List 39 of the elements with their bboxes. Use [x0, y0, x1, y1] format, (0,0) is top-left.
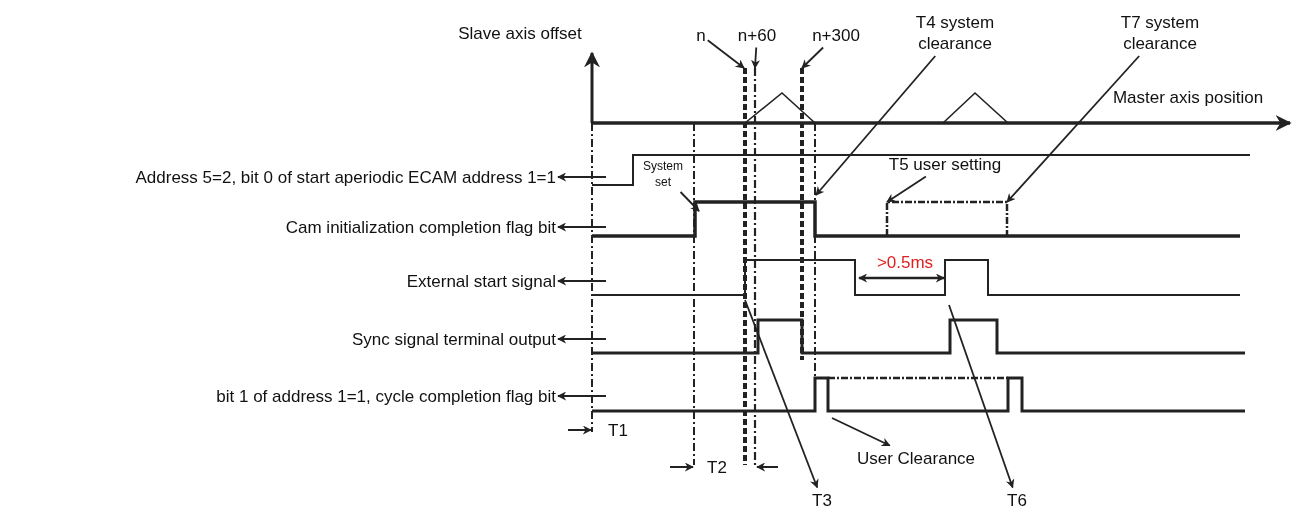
- leader-arrow: [679, 191, 700, 212]
- axis-label: Master axis position: [1112, 86, 1264, 108]
- timing-marker-line: [753, 68, 757, 465]
- callout-label: T6: [1007, 489, 1027, 511]
- signal-name: External start signal: [406, 270, 556, 292]
- timing-marker-line: [743, 68, 747, 465]
- signal-name: Sync signal terminal output: [351, 328, 556, 350]
- callout-label: n: [696, 24, 706, 46]
- dotted-pulse: [885, 200, 1009, 236]
- time-label: T2: [707, 456, 727, 478]
- leader-arrow: [886, 175, 927, 203]
- axis-label: Slave axis offset: [458, 22, 582, 44]
- leader-arrow: [948, 304, 1015, 489]
- signal-name: Address 5=2, bit 0 of start aperiodic ECAM address 1=1: [135, 166, 556, 188]
- callout-label: n+300: [812, 24, 860, 46]
- callout-label: User Clearance: [856, 447, 976, 469]
- duration-label: >0.5ms: [876, 251, 934, 273]
- leader-arrow: [744, 299, 819, 489]
- leader-arrow: [801, 46, 824, 69]
- leader-arrow: [815, 55, 937, 196]
- callout-label: T7 system clearance: [1119, 12, 1201, 54]
- leader-arrow: [706, 39, 745, 69]
- arrow: [557, 276, 607, 286]
- callout-label: System set: [642, 158, 684, 190]
- arrow: [557, 172, 607, 182]
- arrow: [557, 222, 607, 232]
- timing-marker-line: [800, 68, 804, 360]
- callout-label: T5 user setting: [888, 153, 1002, 175]
- arrow: [557, 334, 607, 344]
- signal-name: bit 1 of address 1=1, cycle completion flag bit: [216, 385, 556, 407]
- callout-label: T4 system clearance: [914, 12, 996, 54]
- signal-name: Cam initialization completion flag bit: [285, 216, 556, 238]
- callout-label: n+60: [737, 24, 777, 46]
- leader-arrow: [751, 46, 760, 69]
- leader-arrow: [831, 417, 891, 447]
- time-label: T1: [608, 419, 628, 441]
- leader-arrow: [1006, 55, 1141, 203]
- callout-label: T3: [812, 489, 832, 511]
- arrow: [557, 391, 607, 401]
